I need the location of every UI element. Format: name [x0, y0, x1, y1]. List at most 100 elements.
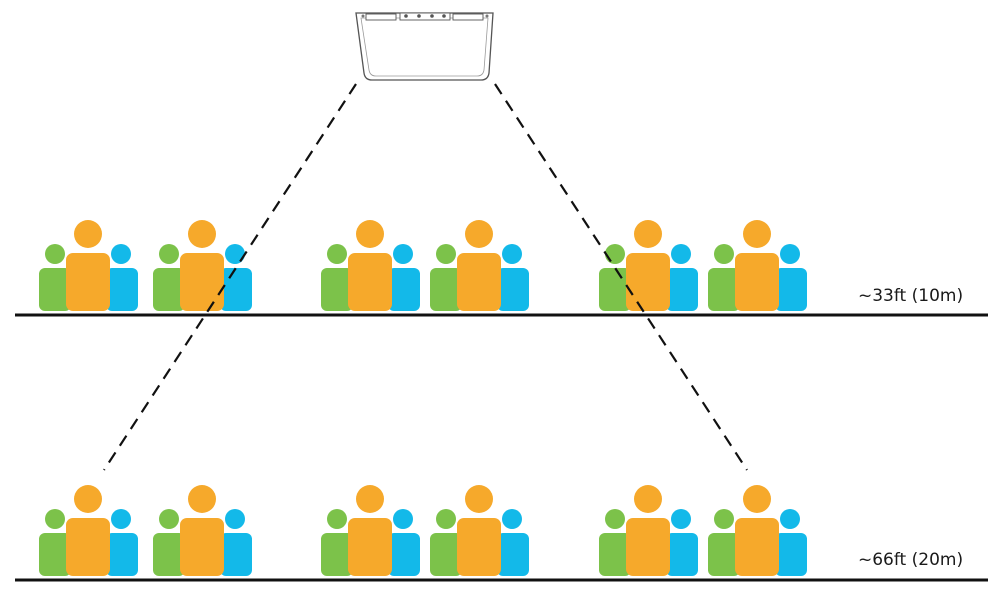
person-green-body [708, 533, 740, 576]
people-layer [39, 220, 807, 576]
person-orange-body [457, 518, 501, 576]
person-green-head [436, 244, 456, 264]
device-port [442, 14, 446, 18]
device-body [355, 12, 494, 81]
people-group-icon [430, 485, 529, 576]
person-green-body [599, 268, 631, 311]
person-blue-head [780, 244, 800, 264]
person-orange-body [348, 253, 392, 311]
person-orange-body [626, 253, 670, 311]
person-orange-body [348, 518, 392, 576]
person-green-head [327, 244, 347, 264]
people-group-icon [321, 485, 420, 576]
coverage-line-right [494, 83, 748, 471]
person-blue-head [502, 509, 522, 529]
person-orange-body [66, 253, 110, 311]
device-port [417, 14, 421, 18]
distance-label-near: ~33ft (10m) [858, 286, 964, 306]
person-orange-head [74, 220, 102, 248]
person-green-body [153, 533, 185, 576]
device-screw [485, 14, 489, 18]
person-blue-head [225, 244, 245, 264]
ceiling-sensor-icon [355, 12, 494, 81]
people-group-icon [430, 220, 529, 311]
person-blue-head [780, 509, 800, 529]
people-group-icon [153, 220, 252, 311]
person-blue-head [111, 509, 131, 529]
distance-label-far: ~66ft (20m) [858, 550, 964, 570]
person-green-body [321, 533, 353, 576]
person-blue-body [106, 533, 138, 576]
person-blue-body [497, 533, 529, 576]
device-port [404, 14, 408, 18]
people-group-icon [39, 485, 138, 576]
person-orange-body [180, 518, 224, 576]
person-blue-body [388, 533, 420, 576]
person-orange-body [735, 518, 779, 576]
person-green-head [714, 244, 734, 264]
person-orange-head [743, 485, 771, 513]
person-blue-head [671, 244, 691, 264]
device-mount-left [365, 13, 397, 21]
person-green-body [430, 268, 462, 311]
person-green-head [327, 509, 347, 529]
person-orange-head [356, 485, 384, 513]
person-orange-head [356, 220, 384, 248]
person-green-body [599, 533, 631, 576]
person-blue-body [666, 268, 698, 311]
person-green-head [436, 509, 456, 529]
person-blue-body [497, 268, 529, 311]
people-group-icon [39, 220, 138, 311]
person-blue-body [220, 533, 252, 576]
person-orange-head [465, 485, 493, 513]
person-blue-head [225, 509, 245, 529]
person-orange-body [457, 253, 501, 311]
person-orange-head [465, 220, 493, 248]
person-blue-head [393, 509, 413, 529]
person-blue-head [393, 244, 413, 264]
person-orange-head [188, 220, 216, 248]
person-blue-head [502, 244, 522, 264]
device-inner-edge [360, 17, 489, 77]
person-green-body [39, 533, 71, 576]
person-green-head [159, 509, 179, 529]
person-green-body [430, 533, 462, 576]
person-orange-body [66, 518, 110, 576]
person-blue-body [666, 533, 698, 576]
person-blue-body [220, 268, 252, 311]
person-blue-head [671, 509, 691, 529]
person-orange-head [743, 220, 771, 248]
device-port [430, 14, 434, 18]
person-orange-body [180, 253, 224, 311]
person-green-head [605, 509, 625, 529]
person-orange-head [74, 485, 102, 513]
person-green-head [714, 509, 734, 529]
coverage-line-left [103, 83, 357, 471]
device-mount-right [452, 13, 484, 21]
person-orange-head [634, 485, 662, 513]
person-green-head [605, 244, 625, 264]
person-green-body [321, 268, 353, 311]
person-blue-body [106, 268, 138, 311]
person-blue-body [775, 533, 807, 576]
person-green-body [708, 268, 740, 311]
person-orange-head [188, 485, 216, 513]
device-screw [361, 14, 365, 18]
people-group-icon [599, 220, 698, 311]
person-green-body [39, 268, 71, 311]
person-blue-body [775, 268, 807, 311]
person-green-head [45, 509, 65, 529]
device-port-bar [399, 12, 451, 21]
person-orange-body [735, 253, 779, 311]
people-group-icon [708, 485, 807, 576]
person-blue-head [111, 244, 131, 264]
people-group-icon [153, 485, 252, 576]
person-green-body [153, 268, 185, 311]
person-green-head [45, 244, 65, 264]
person-green-head [159, 244, 179, 264]
people-group-icon [321, 220, 420, 311]
person-blue-body [388, 268, 420, 311]
people-group-icon [599, 485, 698, 576]
